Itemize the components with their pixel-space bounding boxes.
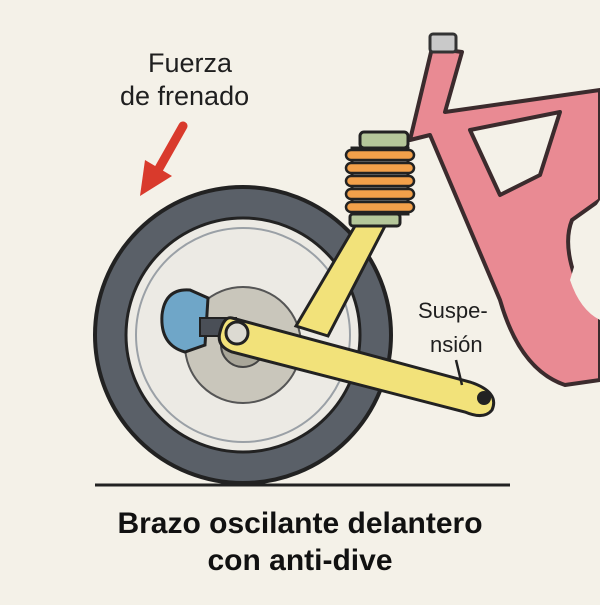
shock-rod	[293, 224, 388, 338]
suspension-leader-line	[454, 359, 464, 386]
steering-head-cap	[428, 32, 458, 54]
suspension-label-line2: nsión	[430, 332, 483, 357]
shock-absorber	[293, 130, 416, 338]
diagram-title-line1: Brazo oscilante delantero	[117, 507, 483, 540]
swingarm	[217, 316, 496, 417]
frame-pivot	[477, 391, 491, 405]
motorcycle-frame	[408, 46, 600, 387]
spring-coils	[344, 148, 416, 214]
diagram-title: Brazo oscilante delantero con anti-dive	[0, 505, 600, 579]
braking-force-label-line2: de frenado	[120, 81, 250, 111]
axle-pivot	[224, 320, 250, 346]
diagram-title-line2: con anti-dive	[207, 544, 393, 577]
suspension-label-line1: Suspe-	[418, 298, 488, 323]
braking-force-label-line1: Fuerza	[148, 48, 233, 78]
braking-force-arrow	[140, 121, 188, 196]
